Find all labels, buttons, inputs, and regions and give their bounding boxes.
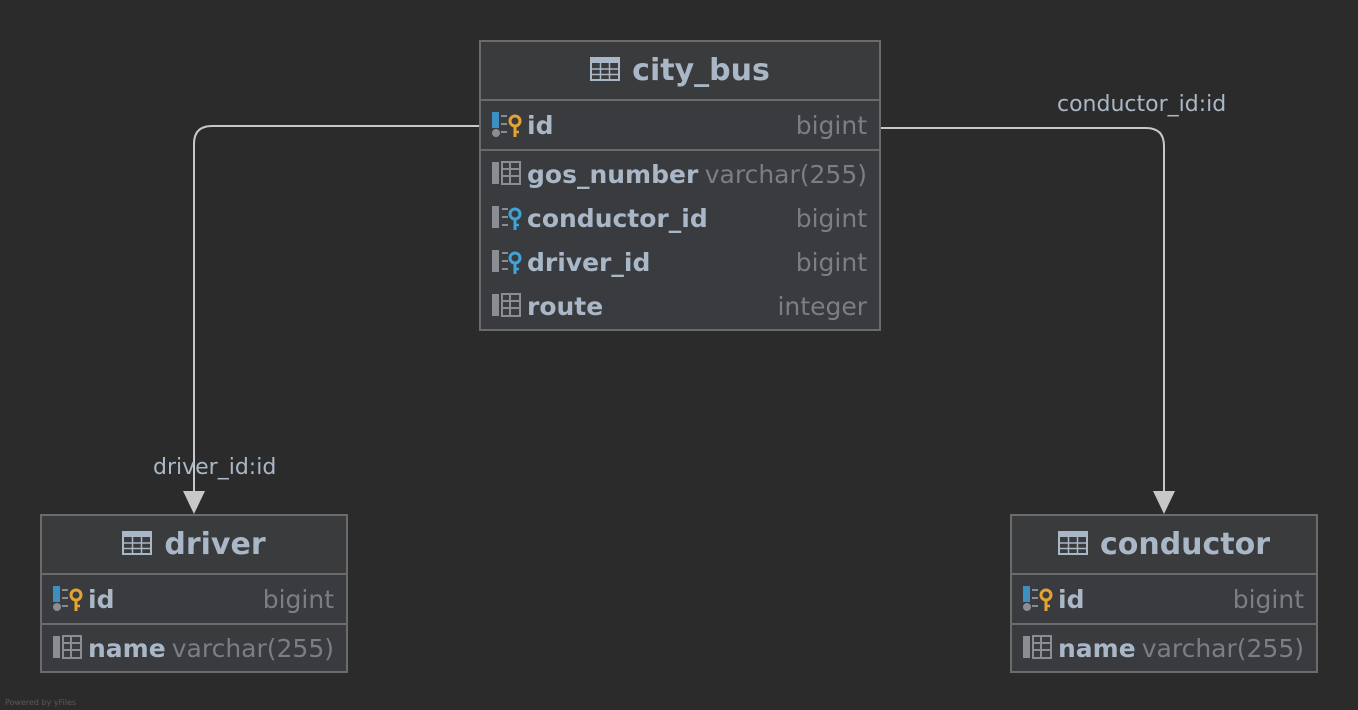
column-name: conductor_id xyxy=(527,203,708,233)
foreign-key-icon xyxy=(491,204,523,232)
column-row-id[interactable]: id bigint xyxy=(42,577,346,621)
column-row-conductor-id[interactable]: conductor_id bigint xyxy=(481,196,879,240)
column-type: varchar(255) xyxy=(171,633,334,663)
table-icon xyxy=(122,530,153,559)
column-name: id xyxy=(527,110,554,140)
column-row-name[interactable]: name varchar(255) xyxy=(42,626,346,670)
table-icon xyxy=(1057,530,1088,559)
column-name: name xyxy=(88,633,166,663)
table-title: driver xyxy=(164,527,266,562)
column-icon xyxy=(491,160,523,188)
table-conductor[interactable]: conductor id bigint name varchar(255) xyxy=(1010,514,1318,673)
column-name: route xyxy=(527,291,604,321)
column-type: integer xyxy=(777,291,867,321)
relation-label-conductor: conductor_id:id xyxy=(1057,92,1227,117)
column-row-route[interactable]: route integer xyxy=(481,284,879,328)
relation-arrow-driver xyxy=(183,491,205,514)
column-row-name[interactable]: name varchar(255) xyxy=(1012,626,1316,670)
table-title: city_bus xyxy=(632,53,770,88)
column-type: bigint xyxy=(262,584,334,614)
column-row-id[interactable]: id bigint xyxy=(1012,577,1316,621)
table-driver[interactable]: driver id bigint name varchar(255) xyxy=(40,514,348,673)
column-name: driver_id xyxy=(527,247,651,277)
foreign-key-icon xyxy=(491,248,523,276)
column-icon xyxy=(491,292,523,320)
relation-label-driver: driver_id:id xyxy=(153,455,277,480)
relation-arrow-conductor xyxy=(1153,491,1175,514)
table-header: conductor xyxy=(1012,516,1316,575)
column-type: varchar(255) xyxy=(1141,633,1304,663)
footer-credit: Powered by yFiles xyxy=(5,698,77,707)
relation-line-conductor[interactable] xyxy=(880,127,1165,494)
table-icon xyxy=(590,56,621,85)
column-row-gos-number[interactable]: gos_number varchar(255) xyxy=(481,152,879,196)
primary-key-icon xyxy=(1022,585,1054,613)
column-row-driver-id[interactable]: driver_id bigint xyxy=(481,240,879,284)
column-icon xyxy=(1022,634,1054,662)
column-name: id xyxy=(1058,584,1085,614)
column-type: bigint xyxy=(795,110,867,140)
table-header: driver xyxy=(42,516,346,575)
table-title: conductor xyxy=(1099,527,1271,562)
table-header: city_bus xyxy=(481,42,879,101)
column-type: bigint xyxy=(1232,584,1304,614)
column-name: id xyxy=(88,584,115,614)
column-type: bigint xyxy=(795,247,867,277)
column-type: bigint xyxy=(795,203,867,233)
column-type: varchar(255) xyxy=(704,159,867,189)
column-icon xyxy=(52,634,84,662)
column-name: name xyxy=(1058,633,1136,663)
primary-key-icon xyxy=(491,111,523,139)
relation-line-driver[interactable] xyxy=(193,125,480,494)
column-row-id[interactable]: id bigint xyxy=(481,103,879,147)
table-city-bus[interactable]: city_bus id bigint gos_number varchar(25… xyxy=(479,40,881,331)
column-name: gos_number xyxy=(527,159,699,189)
primary-key-icon xyxy=(52,585,84,613)
